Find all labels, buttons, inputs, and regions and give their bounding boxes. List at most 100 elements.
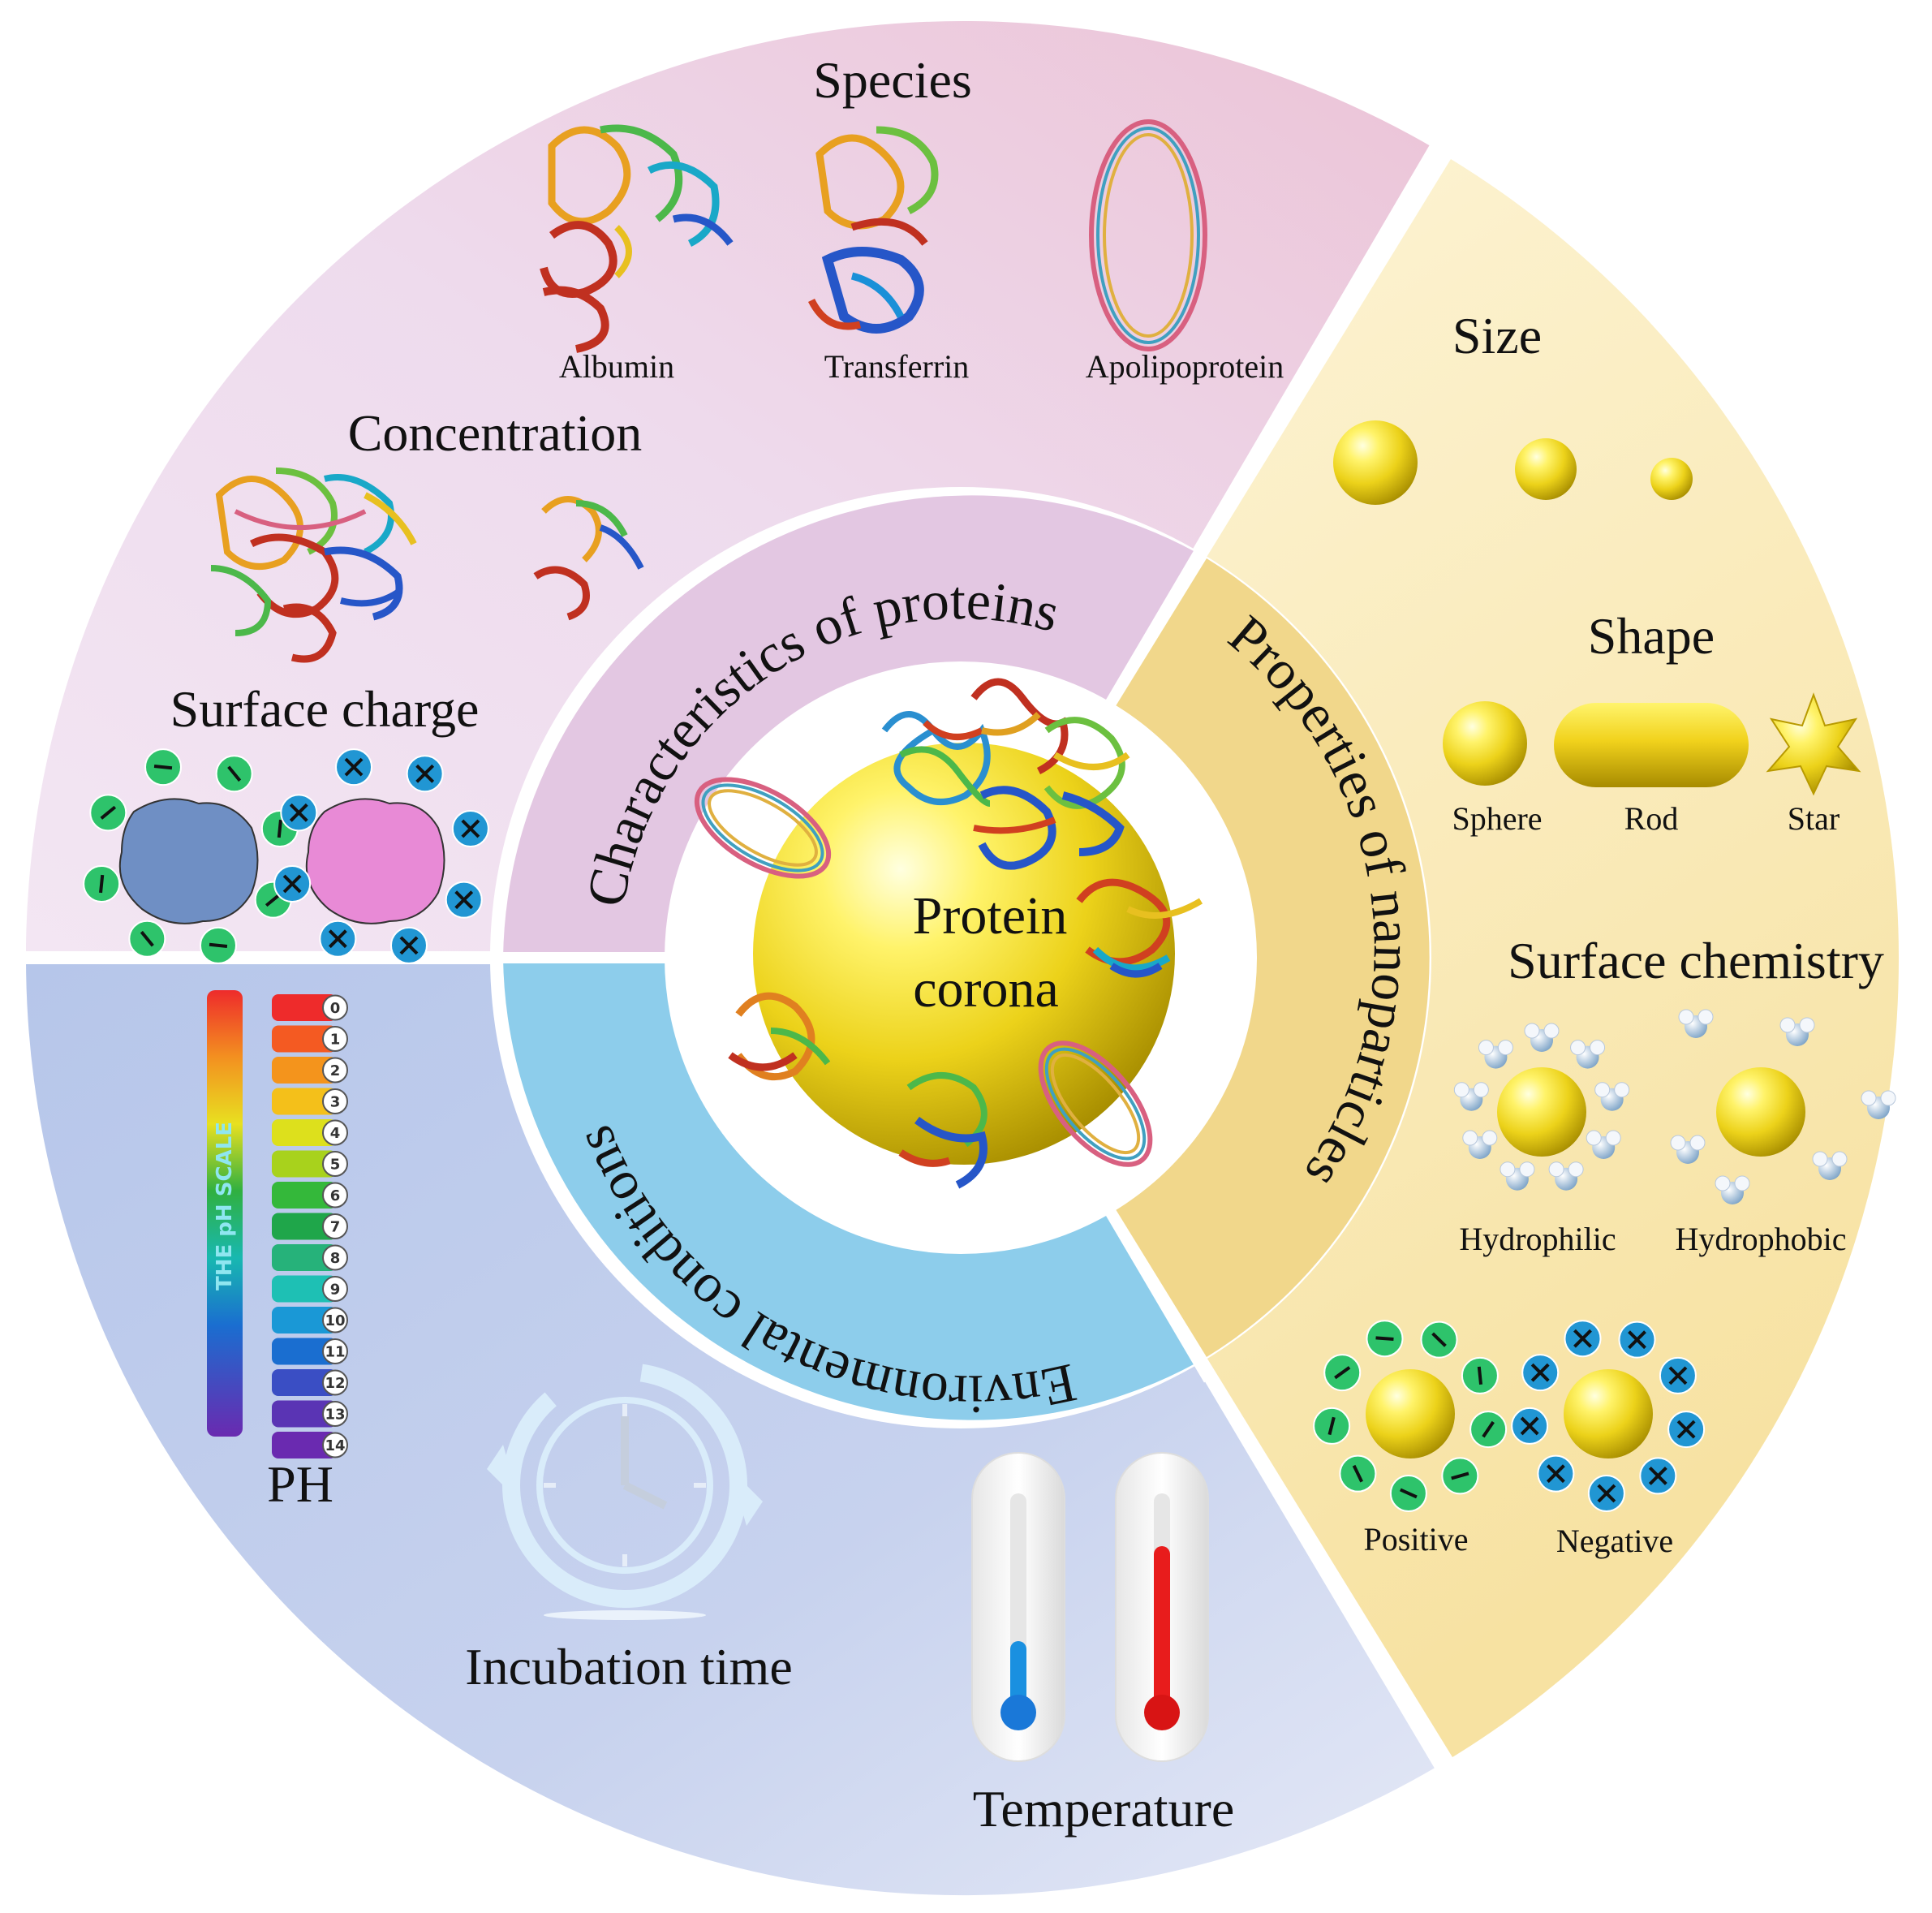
low-concentration-protein [533,496,644,621]
negative-charge-badge [144,748,183,786]
ph-level-number: 4 [330,1125,341,1142]
ph-level-13: 13 [272,1400,348,1428]
negative-charge-badge [1389,1474,1427,1512]
negative-charge-badge [1313,1407,1351,1445]
rod-nanoparticle [1554,703,1749,787]
protein-blob [728,992,831,1081]
positive-charge-badge [1587,1474,1625,1512]
negative-charge-badge [1323,1354,1362,1392]
charge-badges [83,748,1706,1512]
positive-charge-badge [1618,1321,1656,1359]
positive-label: Positive [1364,1521,1469,1558]
rod-label: Rod [1624,800,1679,837]
hot-thermometer-icon [1115,1452,1209,1762]
sphere-nanoparticle [1443,701,1527,786]
ph-level-3: 3 [272,1088,348,1115]
protein-blob [1076,878,1203,978]
hydrophobic-nanoparticle [1716,1067,1805,1157]
water-molecule [1861,1090,1896,1119]
ph-level-number: 0 [330,1000,341,1017]
protein-blob [973,786,1056,870]
concentration-title: Concentration [348,404,643,462]
ph-level-5: 5 [272,1150,348,1178]
positive-protein-charge [305,798,445,924]
ph-level-9: 9 [272,1275,348,1303]
water-molecule [1548,1161,1584,1191]
shape-title: Shape [1588,607,1715,665]
positive-charge-badge [406,755,444,793]
positive-charge-badge [451,810,489,848]
negative-charge-badge [199,926,237,964]
water-molecule [1500,1161,1535,1191]
positive-charge-badge [1659,1356,1697,1394]
ph-level-14: 14 [272,1432,348,1458]
positive-charge-badge [445,881,483,919]
water-molecule [1524,1023,1560,1052]
ph-level-number: 11 [325,1344,345,1361]
small-nanoparticle [1650,458,1693,500]
surface-chemistry-title: Surface chemistry [1508,932,1884,989]
ph-level-number: 13 [325,1407,345,1424]
negative-protein-charge [118,798,259,924]
negative-charge-badge [128,920,166,958]
ph-level-number: 3 [330,1094,341,1111]
hydrophobic-label: Hydrophobic [1675,1221,1846,1257]
ph-level-7: 7 [272,1213,348,1240]
positive-charge-badge [1537,1454,1575,1493]
ph-level-number: 14 [325,1437,345,1454]
negative-charge-badge [1420,1321,1458,1359]
negative-label: Negative [1556,1523,1673,1559]
albumin-label: Albumin [559,348,674,385]
negative-nanoparticle [1564,1369,1653,1458]
positive-charge-badge [335,748,373,786]
positive-charge-badge [1564,1320,1602,1358]
ph-scale-bar [207,990,243,1437]
ph-level-11: 11 [272,1338,348,1365]
ph-level-number: 5 [330,1157,341,1174]
temperature-title: Temperature [973,1780,1234,1838]
ph-level-8: 8 [272,1244,348,1271]
transferrin-label: Transferrin [824,348,970,385]
ph-level-4: 4 [272,1119,348,1146]
protein-blob [898,1072,988,1189]
water-molecule [1715,1175,1750,1204]
species-title: Species [813,51,972,109]
water-molecule [1462,1130,1498,1159]
ph-level-number: 9 [330,1282,341,1299]
positive-charge-badge [389,926,428,964]
incubation-title: Incubation time [465,1638,792,1695]
ph-level-number: 10 [325,1312,345,1329]
water-molecule [1779,1017,1815,1046]
clock-icon [487,1363,763,1620]
water-molecule [1594,1082,1630,1111]
large-nanoparticle [1333,420,1418,505]
water-molecule [1812,1151,1848,1180]
positive-charge-badge [1511,1407,1549,1445]
ph-title: PH [267,1455,333,1513]
negative-charge-badge [1469,1411,1508,1449]
positive-charge-badge [280,794,318,832]
positive-charge-badge [319,920,357,958]
ph-level-number: 7 [330,1219,341,1236]
ph-level-2: 2 [272,1057,348,1084]
protein-blob [1043,717,1130,856]
ph-level-1: 1 [272,1025,348,1053]
negative-charge-badge [89,794,127,832]
ph-level-10: 10 [272,1307,348,1333]
ph-scale-bar-label: THE pH SCALE [213,1122,237,1290]
ph-level-number: 12 [325,1375,345,1392]
ph-level-number: 1 [330,1032,341,1049]
negative-charge-badge [1441,1457,1479,1495]
positive-charge-badge [1521,1354,1560,1392]
ph-level-12: 12 [272,1369,348,1396]
negative-charge-badge [1339,1454,1377,1493]
apolipoprotein-ring [1038,1041,1153,1167]
water-molecule [1678,1009,1714,1038]
gold-nanoparticle-center [753,743,1175,1165]
water-molecule [1670,1135,1706,1164]
ph-level-0: 0 [272,994,348,1021]
star-nanoparticle [1766,692,1861,796]
size-title: Size [1452,307,1542,364]
